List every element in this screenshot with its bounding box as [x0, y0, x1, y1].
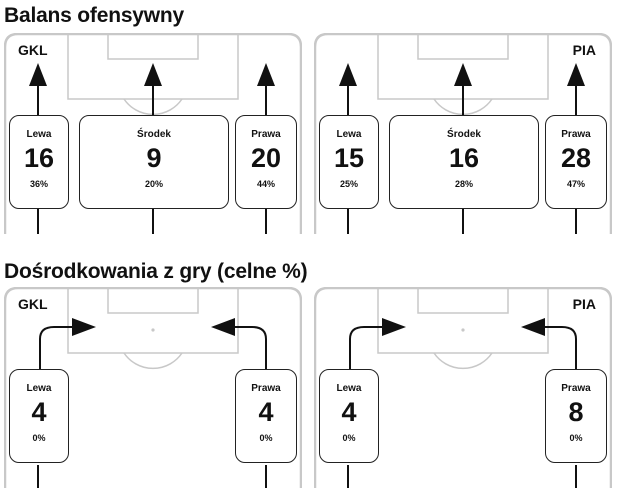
stat-label: Lewa [336, 129, 362, 140]
stat-value: 4 [258, 397, 274, 427]
stat-value: 15 [333, 143, 365, 173]
team-label-gkl: GKL [18, 42, 48, 58]
stat-box-center: Środek 9 20% [79, 115, 229, 209]
cross-arrow-right-icon [211, 318, 267, 369]
arrow-center-icon [454, 63, 472, 119]
stat-box-right: Prawa 20 44% [235, 115, 297, 209]
stat-percent: 47% [566, 179, 585, 189]
panel-attack-gkl: GKL Lewa 16 36% Środek 9 20% Prawa 20 44… [4, 33, 302, 234]
stat-box-left: Lewa 4 0% [9, 369, 69, 463]
cross-arrow-left-icon [39, 318, 96, 369]
section-title-attack-balance: Balans ofensywny [4, 4, 185, 27]
stat-percent: 28% [454, 179, 473, 189]
stat-value: 16 [23, 143, 55, 173]
team-label-pia: PIA [572, 42, 596, 58]
panel-crosses-gkl: GKL Lewa 4 0% Prawa 4 0% [4, 287, 302, 488]
pitch-half [4, 287, 302, 488]
stat-label: Lewa [336, 383, 362, 394]
team-label-pia: PIA [572, 296, 596, 312]
stat-percent: 25% [339, 179, 358, 189]
cross-arrow-left-icon [349, 318, 406, 369]
arrow-left-icon [339, 63, 357, 119]
stat-box-left: Lewa 15 25% [319, 115, 379, 209]
stat-value: 4 [341, 397, 357, 427]
stat-percent: 0% [32, 433, 46, 443]
stat-percent: 20% [144, 179, 163, 189]
stat-label: Prawa [561, 383, 591, 394]
stat-percent: 44% [256, 179, 275, 189]
team-label-gkl: GKL [18, 296, 48, 312]
section-title-crosses: Dośrodkowania z gry (celne %) [4, 260, 308, 283]
stat-label: Prawa [251, 383, 281, 394]
stat-box-right: Prawa 28 47% [545, 115, 607, 209]
stat-label: Prawa [561, 129, 591, 140]
panel-attack-pia: PIA Lewa 15 25% Środek 16 28% Prawa 28 4… [314, 33, 612, 234]
stat-value: 8 [568, 397, 584, 427]
arrow-right-icon [257, 63, 275, 119]
cross-arrow-right-icon [521, 318, 577, 369]
stat-box-center: Środek 16 28% [389, 115, 539, 209]
stat-percent: 36% [29, 179, 48, 189]
stat-label: Prawa [251, 129, 281, 140]
stat-value: 16 [448, 143, 480, 173]
stat-value: 4 [31, 397, 47, 427]
arrow-left-icon [29, 63, 47, 119]
stat-percent: 0% [259, 433, 273, 443]
arrow-right-icon [567, 63, 585, 119]
stat-box-right: Prawa 4 0% [235, 369, 297, 463]
panel-crosses-pia: PIA Lewa 4 0% Prawa 8 0% [314, 287, 612, 488]
stat-value: 9 [146, 143, 162, 173]
stat-box-left: Lewa 4 0% [319, 369, 379, 463]
stat-label: Lewa [26, 129, 52, 140]
stat-label: Środek [137, 129, 171, 140]
stat-value: 20 [250, 143, 282, 173]
stat-box-left: Lewa 16 36% [9, 115, 69, 209]
stat-value: 28 [560, 143, 592, 173]
stat-box-right: Prawa 8 0% [545, 369, 607, 463]
stat-percent: 0% [569, 433, 583, 443]
stat-percent: 0% [342, 433, 356, 443]
pitch-half [314, 287, 612, 488]
stat-label: Lewa [26, 383, 52, 394]
arrow-center-icon [144, 63, 162, 119]
stat-label: Środek [447, 129, 481, 140]
